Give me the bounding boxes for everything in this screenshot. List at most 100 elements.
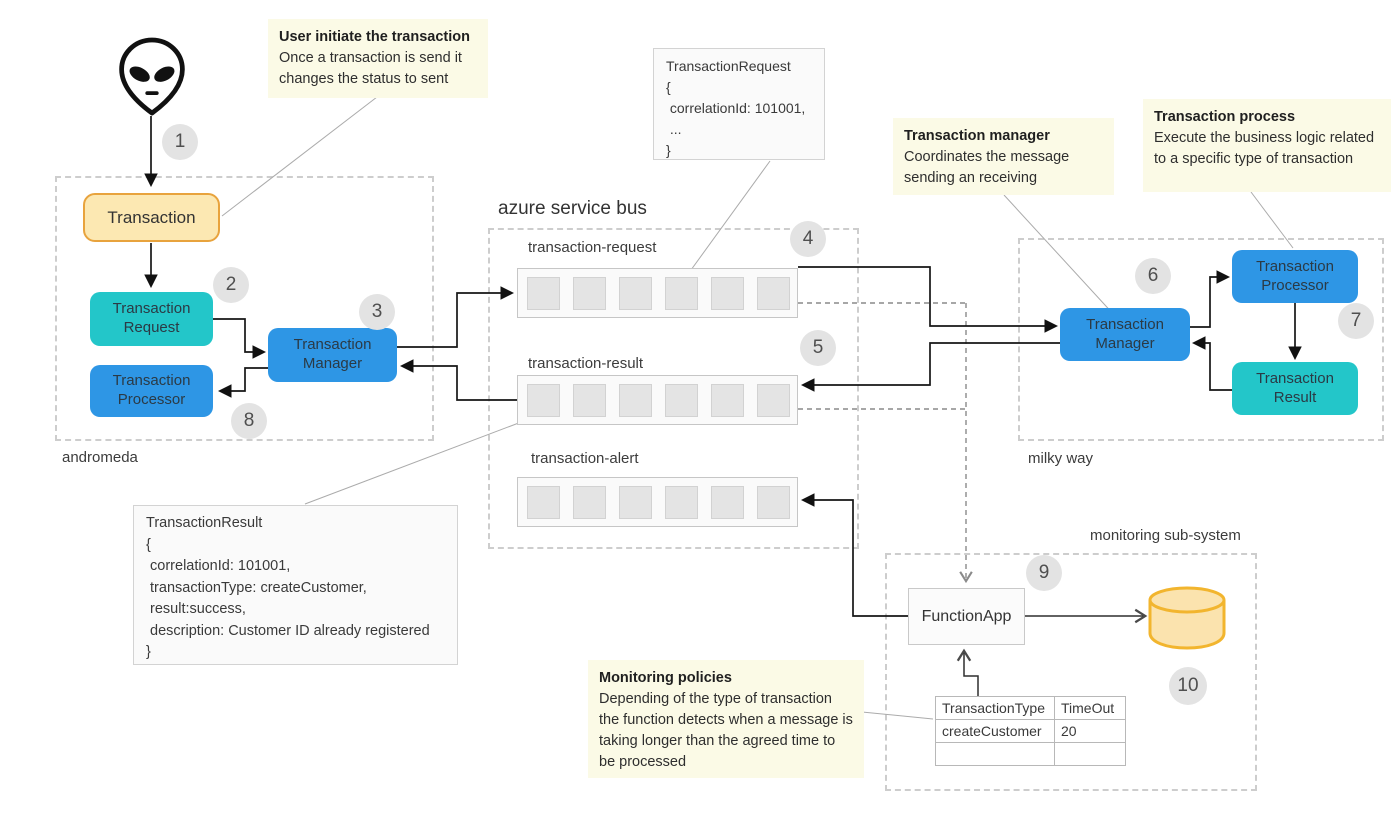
code-line: ...: [666, 121, 682, 137]
cell-transaction-type: createCustomer: [935, 719, 1055, 743]
step-badge-6: 6: [1135, 258, 1171, 294]
node-andromeda-transaction-manager: Transaction Manager: [268, 328, 397, 382]
group-andromeda: [55, 176, 434, 441]
milky-way-label: milky way: [1028, 450, 1094, 467]
note-body: Coordinates the message sending an recei…: [904, 149, 1070, 186]
code-line: transactionType: createCustomer,: [146, 579, 367, 596]
table-row: [935, 742, 1126, 766]
flow-arrows: [144, 116, 1302, 617]
note-title: User initiate the transaction: [279, 29, 470, 45]
node-milky-transaction-manager: Transaction Manager: [1060, 308, 1190, 361]
queue-slot: [527, 276, 560, 310]
queue-transaction-result: [517, 375, 798, 425]
queue-transaction-alert: [517, 477, 798, 527]
queue-slot: [757, 383, 790, 417]
node-label: FunctionApp: [921, 607, 1012, 625]
note-body: Execute the business logic related to a …: [1154, 130, 1375, 167]
node-andromeda-transaction-request: Transaction Request: [90, 292, 213, 346]
queue-transaction-request: [517, 268, 798, 318]
code-line: {: [666, 79, 671, 95]
queue-slot: [665, 485, 698, 519]
note-monitoring-policies: Monitoring policies Depending of the typ…: [588, 660, 864, 778]
code-line: correlationId: 101001,: [666, 100, 806, 116]
code-line: correlationId: 101001,: [146, 558, 291, 574]
queue-slot: [573, 383, 606, 417]
note-transaction-manager: Transaction manager Coordinates the mess…: [893, 118, 1114, 195]
node-label: Transaction Manager: [1086, 315, 1164, 352]
node-milky-transaction-result: Transaction Result: [1232, 362, 1358, 415]
group-milky-way: [1018, 238, 1384, 441]
code-line: {: [146, 536, 151, 553]
step-badge-1: 1: [162, 124, 198, 160]
queue-slot: [711, 485, 744, 519]
queue-slot: [527, 383, 560, 417]
queue-label-result: transaction-result: [528, 355, 644, 372]
queue-slot: [711, 276, 744, 310]
queue-label-request: transaction-request: [528, 239, 657, 256]
code-line: result:success,: [146, 601, 246, 617]
queue-slot: [619, 276, 652, 310]
code-transaction-request: TransactionRequest { correlationId: 1010…: [653, 48, 825, 160]
node-transaction-label: Transaction: [107, 207, 196, 227]
queue-slot: [573, 485, 606, 519]
node-label: Transaction Processor: [112, 372, 191, 408]
note-body: Depending of the type of transaction the…: [599, 691, 853, 770]
table-row: createCustomer 20: [935, 719, 1126, 743]
group-monitoring-subsystem: [885, 553, 1257, 791]
node-label: Transaction Manager: [293, 336, 372, 372]
node-andromeda-transaction-processor: Transaction Processor: [90, 365, 213, 417]
header-timeout: TimeOut: [1054, 696, 1126, 720]
code-transaction-result: TransactionResult { correlationId: 10100…: [133, 505, 458, 665]
cell-transaction-type: [935, 742, 1055, 766]
queue-slot: [573, 276, 606, 310]
note-title: Transaction manager: [904, 128, 1050, 144]
note-user-initiate: User initiate the transaction Once a tra…: [268, 19, 488, 98]
cell-timeout: 20: [1054, 719, 1126, 743]
step-badge-10: 10: [1169, 667, 1207, 705]
timeout-table: TransactionType TimeOut createCustomer 2…: [935, 696, 1126, 766]
node-label: Transaction Result: [1256, 369, 1334, 406]
queue-slot: [619, 485, 652, 519]
group-azure-service-bus: [488, 228, 859, 549]
code-line: TransactionRequest: [666, 58, 791, 74]
queue-slot: [757, 276, 790, 310]
step-badge-9: 9: [1026, 555, 1062, 591]
note-title: Monitoring policies: [599, 670, 732, 686]
table-header-row: TransactionType TimeOut: [935, 696, 1126, 720]
step-badge-5: 5: [800, 330, 836, 366]
cell-timeout: [1054, 742, 1126, 766]
step-badge-8: 8: [231, 403, 267, 439]
code-line: TransactionResult: [146, 515, 263, 531]
step-badge-3: 3: [359, 294, 395, 330]
step-badge-4: 4: [790, 221, 826, 257]
step-badge-7: 7: [1338, 303, 1374, 339]
node-label: Transaction Request: [112, 300, 191, 336]
queue-slot: [527, 485, 560, 519]
queue-slot: [757, 485, 790, 519]
annotation-leader-lines: [221, 96, 1294, 720]
queue-slot: [711, 383, 744, 417]
code-line: }: [146, 644, 151, 660]
queue-label-alert: transaction-alert: [531, 450, 639, 467]
note-body: Once a transaction is send it changes th…: [279, 50, 462, 87]
queue-slot: [665, 276, 698, 310]
step-badge-2: 2: [213, 267, 249, 303]
node-function-app: FunctionApp: [908, 588, 1025, 645]
code-line: }: [666, 142, 671, 158]
andromeda-label: andromeda: [62, 449, 138, 466]
node-label: Transaction Processor: [1256, 257, 1334, 294]
node-milky-transaction-processor: Transaction Processor: [1232, 250, 1358, 303]
service-bus-title: azure service bus: [498, 198, 647, 219]
header-transaction-type: TransactionType: [935, 696, 1055, 720]
database-cylinder-icon: [1148, 586, 1226, 650]
note-title: Transaction process: [1154, 109, 1296, 125]
code-line: description: Customer ID already registe…: [146, 622, 430, 639]
queue-slot: [665, 383, 698, 417]
node-transaction: Transaction: [83, 193, 220, 242]
monitoring-dashed-lines: [798, 302, 973, 584]
queue-slot: [619, 383, 652, 417]
monitoring-solid-arrows: [956, 608, 1148, 696]
alien-icon: [119, 37, 185, 116]
